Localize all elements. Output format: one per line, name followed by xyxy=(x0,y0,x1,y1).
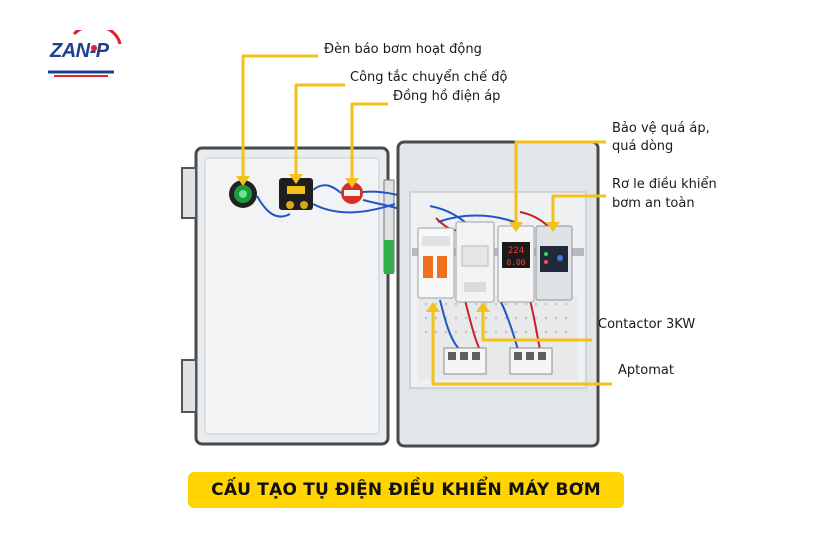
callout-arrowheads xyxy=(236,174,560,312)
label-overvoltage-line2: quá dòng xyxy=(612,139,674,154)
panel-door xyxy=(181,146,395,446)
page-title: CẤU TẠO TỤ ĐIỆN ĐIỀU KHIỂN MÁY BƠM xyxy=(211,480,601,500)
contactor-icon xyxy=(455,221,495,303)
label-overvoltage-line1: Bảo vệ quá áp, xyxy=(612,121,710,136)
title-banner: CẤU TẠO TỤ ĐIỆN ĐIỀU KHIỂN MÁY BƠM xyxy=(188,472,624,508)
label-safety-relay-line1: Rơ le điều khiển xyxy=(612,177,717,192)
breaker-icon xyxy=(417,227,455,299)
meter-display-bottom: 0.00 xyxy=(506,258,525,267)
callout-lines xyxy=(241,54,612,386)
label-mode-switch: Công tắc chuyển chế độ xyxy=(350,70,508,85)
company-logo: ZAN-P xyxy=(44,24,122,82)
terminal-blocks xyxy=(443,347,553,375)
label-voltmeter: Đồng hồ điện áp xyxy=(393,89,501,104)
voltmeter-icon xyxy=(341,182,363,204)
overvoltage-protector-icon xyxy=(497,225,535,303)
safety-relay-icon xyxy=(535,225,573,301)
label-breaker: Aptomat xyxy=(618,363,674,378)
meter-display-top: 224 xyxy=(508,246,524,256)
indicator-light-icon xyxy=(229,180,257,208)
label-contactor: Contactor 3KW xyxy=(598,317,696,332)
label-safety-relay-line2: bơm an toàn xyxy=(612,196,695,211)
label-indicator-light: Đèn báo bơm hoạt động xyxy=(324,42,482,57)
logo-text: ZAN-P xyxy=(50,40,109,62)
mode-switch-icon xyxy=(279,178,313,210)
